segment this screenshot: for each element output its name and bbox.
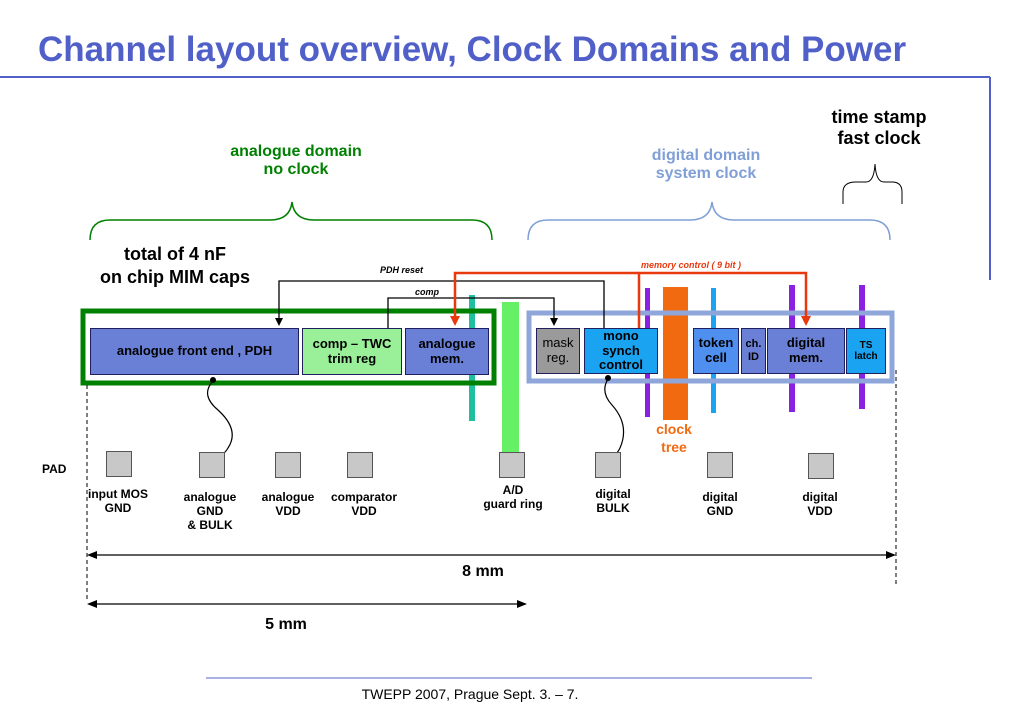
pad-label-digital-gnd: digital GND: [702, 490, 738, 518]
page-title: Channel layout overview, Clock Domains a…: [38, 30, 907, 69]
pad-ad-guard-ring: [499, 452, 525, 478]
pad-label-ad-guard-ring: A/D guard ring: [483, 483, 543, 511]
pdh-reset-label: PDH reset: [380, 265, 424, 275]
timestamp-brace: [842, 163, 903, 204]
token-cell-block: token cell: [693, 328, 739, 374]
digital-frame: [526, 310, 895, 384]
pad-label-input-mos-gnd: input MOS GND: [88, 487, 148, 515]
caps-note: total of 4 nF on chip MIM caps: [99, 244, 251, 288]
digital-brace: [527, 201, 891, 241]
dimension-5mm-label: 5 mm: [265, 616, 307, 633]
ts-latch-block: TS latch: [846, 328, 886, 374]
pad-label-digital-vdd: digital VDD: [802, 490, 838, 518]
comp-signal-label: comp: [415, 287, 440, 297]
comp-twc-block: comp – TWC trim reg: [302, 328, 402, 375]
mono-synch-control-block: mono synch control: [584, 328, 658, 374]
analogue-brace: [89, 201, 493, 241]
analogue-frame: [80, 308, 497, 386]
digital-domain-label: digital domain system clock: [651, 147, 761, 182]
pad-digital-vdd: [808, 453, 834, 479]
pad-row-label: PAD: [42, 462, 67, 476]
pad-label-comparator-vdd: comparator VDD: [330, 490, 398, 518]
analogue-domain-label: analogue domain no clock: [230, 143, 362, 178]
footer-text: TWEPP 2007, Prague Sept. 3. – 7.: [361, 686, 579, 702]
comp-line: [387, 297, 555, 329]
analogue-front-end-block: analogue front end , PDH: [90, 328, 299, 375]
pdh-reset-line: [278, 280, 605, 329]
pad-digital-gnd: [707, 452, 733, 478]
pad-analogue-gnd: [199, 452, 225, 478]
memory-control-line-left: [453, 271, 639, 320]
pad-input-mos-gnd: [106, 451, 132, 477]
pad-analogue-vdd: [275, 452, 301, 478]
timestamp-label: time stamp fast clock: [831, 107, 927, 148]
bond-wire-analogue: [207, 380, 233, 461]
pad-label-digital-bulk: digital BULK: [595, 487, 631, 515]
pad-label-analogue-gnd: analogue GND & BULK: [183, 490, 237, 532]
analogue-mem-block: analogue mem.: [405, 328, 489, 375]
clock-tree-label: clock tree: [656, 421, 692, 455]
pad-comparator-vdd: [347, 452, 373, 478]
memory-control-line-right: [637, 271, 808, 329]
channel-id-block: ch. ID: [741, 328, 766, 374]
dimension-8mm-label: 8 mm: [462, 563, 504, 580]
bond-wire-digital: [604, 378, 625, 461]
guard-ring-bar: [502, 302, 519, 452]
pad-label-analogue-vdd: analogue VDD: [261, 490, 315, 518]
memory-control-label: memory control ( 9 bit ): [641, 260, 742, 270]
mask-reg-block: mask reg.: [536, 328, 580, 374]
pad-digital-bulk: [595, 452, 621, 478]
digital-mem-block: digital mem.: [767, 328, 845, 374]
clock-tree-bar: [663, 287, 688, 420]
